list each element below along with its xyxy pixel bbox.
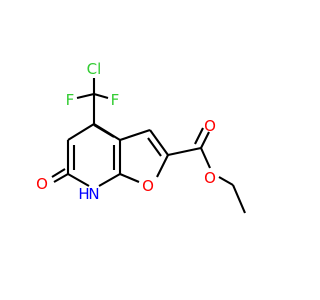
- ester-carbonyl-oxygen-label: O: [204, 117, 216, 135]
- bond-cf2cl-c-f-right: [93, 92, 109, 100]
- bond-o-furan-c7a: [119, 173, 140, 183]
- fluorine-left-label: F: [66, 91, 75, 109]
- nitrogen-label: N: [88, 185, 99, 203]
- bond-c6-n: [67, 173, 90, 187]
- bond-c2-o-furan: [156, 154, 169, 178]
- bond-c4-c5: [67, 123, 95, 141]
- structure-canvas: Cl F F O H N O O O: [36, 60, 246, 214]
- bond-c2-carbonyl-c: [167, 146, 202, 157]
- bond-carbonyl-c-o: [200, 131, 210, 149]
- carbonyl-oxygen-label: O: [36, 175, 48, 193]
- bond-ester-o-ch2: [218, 176, 234, 186]
- bond-c3-c2-double: [147, 137, 162, 157]
- bond-c3a-c3: [119, 129, 151, 141]
- bond-c3-c2: [149, 129, 169, 156]
- chlorine-label: Cl: [87, 60, 102, 78]
- bond-layer: [51, 78, 246, 214]
- bond-cf2cl-c-f-left: [76, 92, 95, 100]
- ester-oxygen-label: O: [204, 169, 216, 187]
- bond-carbonyl-c-ester-o: [200, 147, 211, 169]
- nh-hydrogen-label: H: [78, 185, 89, 203]
- bond-c6-oxo: [53, 173, 69, 183]
- bond-n-c7a: [98, 173, 121, 187]
- chemical-structure-diagram: Cl F F O H N O O O: [36, 60, 246, 214]
- bond-ch2-ch3: [232, 184, 246, 214]
- bond-carbonyl-c-o-double: [194, 127, 204, 145]
- atom-label-layer: Cl F F O H N O O O: [36, 60, 216, 203]
- bond-c6-oxo-double: [51, 168, 66, 178]
- fluorine-right-label: F: [111, 91, 120, 109]
- furan-oxygen-label: O: [142, 177, 154, 195]
- bond-c3a-c4-double: [93, 124, 115, 138]
